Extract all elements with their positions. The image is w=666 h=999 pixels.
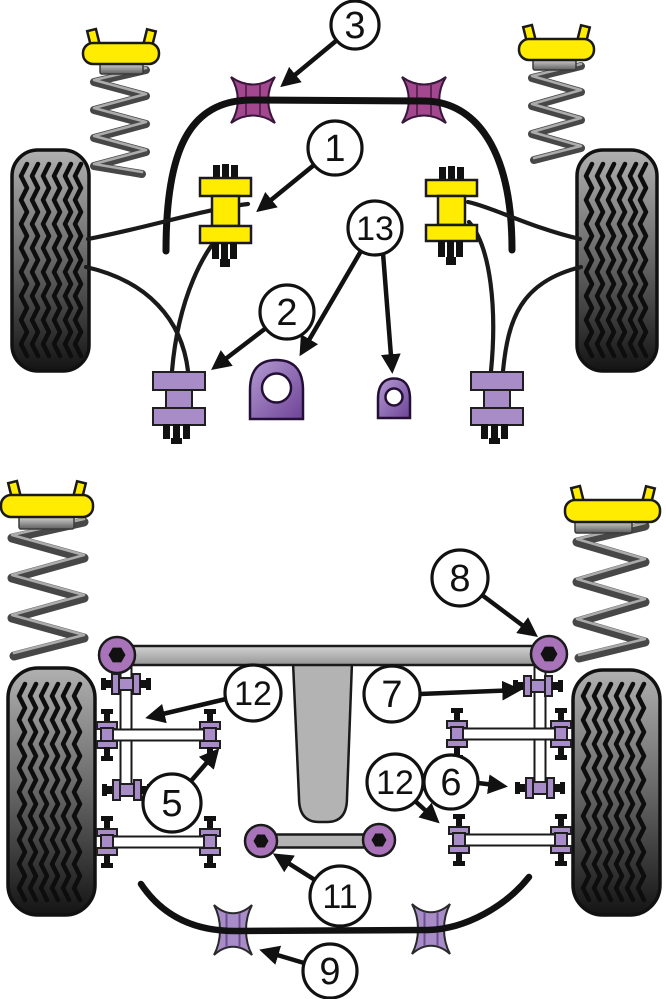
rear-suspension-view	[0, 479, 662, 956]
callout-9: 9	[301, 942, 359, 999]
crossbeam-mount-bush-left	[97, 635, 137, 675]
front-left-tire	[10, 148, 91, 373]
callout-1: 1	[306, 119, 364, 177]
lateral-arm-lower-left	[96, 815, 221, 869]
arrow-callout-12-right	[413, 799, 440, 824]
arrow-callout-11	[272, 853, 317, 882]
callout-2: 2	[258, 283, 316, 341]
front-yellow-bush-right	[424, 166, 479, 265]
svg-text:9: 9	[319, 951, 340, 993]
callout-3: 3	[329, 0, 381, 51]
front-bracket-small	[376, 377, 412, 420]
track-rod-bush-left	[243, 823, 279, 859]
lateral-arm-upper-right	[446, 707, 572, 761]
spring-top-mount	[517, 23, 596, 62]
front-right-tire	[575, 148, 659, 373]
spring-top-mount	[81, 27, 161, 66]
link-upper-bush-right	[512, 675, 564, 697]
coil-spring	[7, 517, 89, 661]
callout-6: 6	[422, 753, 480, 811]
front-bracket-large	[248, 358, 305, 421]
arrow-callout-13-right	[380, 252, 401, 374]
front-anti-roll-bar	[162, 96, 516, 255]
svg-text:12: 12	[234, 675, 272, 713]
spring-top-mount	[0, 479, 95, 519]
arrow-callout-13-left	[299, 249, 363, 357]
front-yellow-bush-left	[198, 164, 253, 267]
front-spool-bush-left	[152, 371, 206, 444]
callout-12-right: 12	[365, 752, 425, 812]
callout-7: 7	[362, 664, 422, 724]
rear-right-spring-assembly	[563, 484, 662, 663]
coil-spring	[528, 62, 585, 164]
front-spool-bush-right	[470, 371, 524, 444]
svg-text:2: 2	[276, 292, 297, 334]
rear-anti-roll-bar	[137, 873, 533, 935]
arrow-callout-9	[259, 945, 305, 966]
spring-top-mount	[563, 484, 662, 524]
track-rod	[243, 822, 397, 859]
lateral-arm-upper-left	[96, 708, 221, 762]
arrow-callout-3	[280, 38, 338, 88]
rear-left-spring-assembly	[0, 479, 95, 661]
arrow-callout-7	[419, 680, 522, 701]
arrow-callout-2	[211, 326, 268, 371]
rear-crossbeam	[115, 644, 551, 667]
track-rod-bush-right	[361, 822, 397, 858]
callout-5: 5	[141, 772, 203, 834]
callout-11: 11	[308, 864, 372, 928]
front-left-spring-assembly	[81, 27, 161, 178]
svg-text:13: 13	[356, 210, 394, 248]
callout-8: 8	[430, 548, 490, 608]
lateral-arm-lower-right	[448, 813, 572, 867]
callouts: 3 1 13 2 8 7 12 5	[141, 0, 490, 999]
front-control-arm-lines	[83, 199, 584, 374]
arrow-callout-6	[477, 774, 508, 795]
bracket-hole	[260, 372, 293, 404]
coil-spring	[90, 66, 150, 178]
bracket-hole	[384, 387, 404, 407]
svg-text:11: 11	[322, 878, 357, 916]
callout-12-left: 12	[223, 663, 283, 723]
front-right-spring-assembly	[517, 23, 596, 164]
arrow-callout-8	[480, 593, 538, 637]
svg-text:12: 12	[376, 764, 414, 802]
link-lower-bush-right	[514, 777, 566, 799]
coil-spring	[572, 521, 650, 663]
rear-right-tire	[571, 668, 662, 917]
trailing-arm-bracket	[291, 660, 354, 824]
svg-text:3: 3	[344, 5, 365, 47]
svg-text:1: 1	[324, 128, 345, 170]
rear-left-tire	[6, 666, 97, 917]
link-upper-bush-left	[100, 673, 152, 695]
front-suspension-view	[10, 23, 659, 444]
svg-text:7: 7	[381, 674, 402, 716]
callout-arrows	[145, 38, 538, 966]
svg-text:5: 5	[161, 783, 182, 825]
svg-text:8: 8	[449, 558, 470, 600]
arrow-callout-1	[256, 163, 316, 213]
callout-13: 13	[346, 199, 404, 257]
crossbeam-mount-bush-right	[529, 634, 569, 674]
svg-text:6: 6	[440, 762, 461, 804]
arrow-callout-5	[189, 748, 220, 783]
arrow-callout-12-left	[145, 696, 227, 724]
